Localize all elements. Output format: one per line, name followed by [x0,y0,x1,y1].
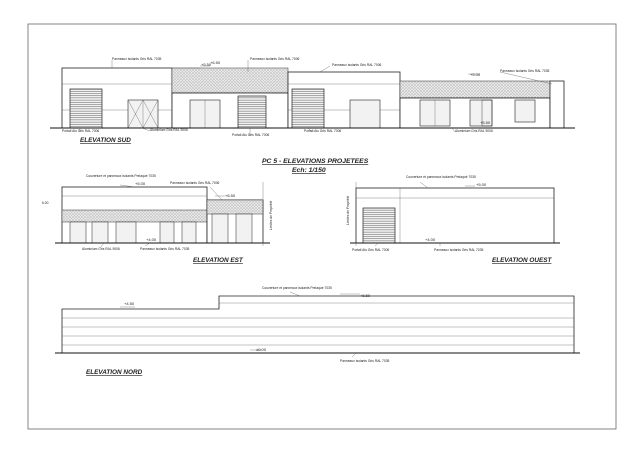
material-label: Panneaux isolants Gris RAL 7035 [112,57,162,61]
sheet-scale: Ech: 1/150 [292,167,326,174]
level-mark: +6.50 [225,193,236,198]
level-mark: +6.50 [210,60,221,65]
material-label: Aluminium Gris RAL 9006 [455,129,493,133]
level-mark: +5.50 [201,62,212,67]
level-mark: +5.00 [135,181,146,186]
level-mark: ±0.00 [256,347,267,352]
elevation-ouest [350,181,560,247]
level-mark: +5.50 [480,120,491,125]
material-label: Couverture et panneaux isolants Prelaqué… [406,175,476,179]
level-mark: +4.50 [124,301,135,306]
level-mark: +5.00 [470,72,481,77]
material-label: Portail Alu Gris RAL 7006 [304,129,341,133]
sheet-border [27,23,617,430]
level-mark: +4.00 [425,237,436,242]
property-limit-label: Limites de Propriété [269,201,273,230]
level-mark: +5.00 [476,182,487,187]
material-label: Panneaux isolants Gris RAL 7006 [250,57,300,61]
title-elevation-ouest: ELEVATION OUEST [492,257,553,264]
sheet-title: PC 5 - ELEVATIONS PROJETEES [262,158,369,165]
material-label: Aluminium Gris RAL 9006 [82,247,120,251]
material-label: Portail Alu Gris RAL 7006 [352,248,389,252]
material-label: Panneaux isolants Gris RAL 7006 [332,63,382,67]
material-label: Portail Alu Gris RAL 7006 [232,133,269,137]
elevation-nord [55,291,580,358]
level-mark: +5.50 [360,293,371,298]
level-mark: +4.00 [146,237,157,242]
material-label: Panneaux isolants Gris RAL 7035 [500,69,550,73]
property-limit-label: Limites de Propriété [346,196,350,225]
title-elevation-nord: ELEVATION NORD [86,369,143,376]
elevation-est [55,182,270,249]
material-label: Panneaux isolants Gris RAL 7006 [170,181,220,185]
elevation-sud [50,60,575,136]
side-marker: 6.00 [42,201,49,205]
material-label: Couverture et panneaux isolants Prelaqué… [86,174,156,178]
material-label: Panneaux isolants Gris RAL 7035 [434,248,484,252]
material-label: Portail Alu Gris RAL 7006 [62,129,99,133]
material-label: Panneaux isolants Gris RAL 7035 [340,359,390,363]
material-label: Panneaux isolants Gris RAL 7035 [140,247,190,251]
material-label: Couverture et panneaux isolants Prelaqué… [262,286,332,290]
title-elevation-est: ELEVATION EST [193,257,244,264]
title-elevation-sud: ELEVATION SUD [80,137,131,144]
material-label: Aluminium Gris RAL 9006 [150,128,188,132]
